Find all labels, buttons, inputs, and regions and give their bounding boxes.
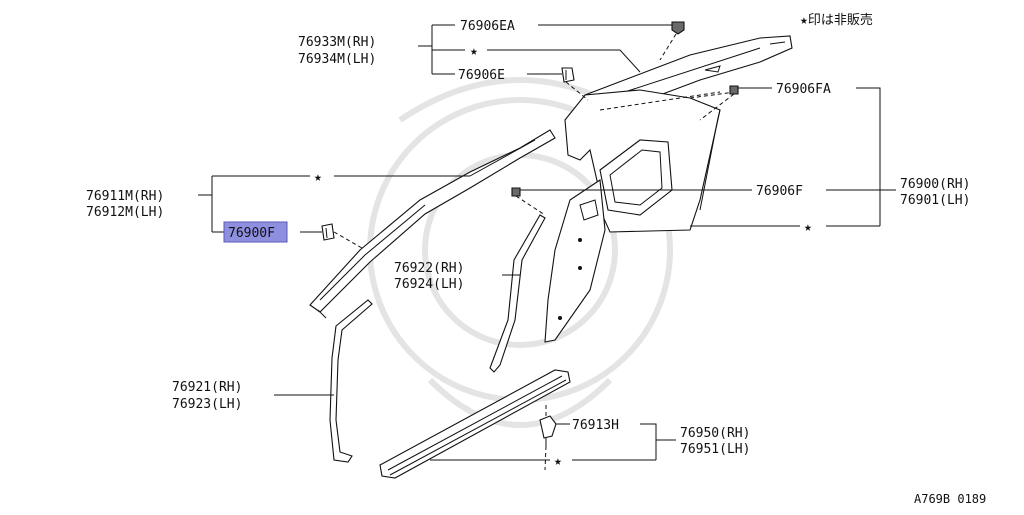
star-marker-roof-rail: ★ [314,170,322,185]
callout-76923[interactable]: 76923(LH) [172,397,242,412]
kicking-plate-part[interactable] [379,369,571,479]
callout-76900[interactable]: 76900(RH) [900,177,970,192]
callout-76906FA[interactable]: 76906FA [776,82,831,97]
callout-76901[interactable]: 76901(LH) [900,193,970,208]
callout-76900F[interactable]: 76900F [228,226,275,241]
clip-76913H[interactable] [539,415,557,446]
callout-76933M[interactable]: 76933M(RH) [298,35,376,50]
callout-76924[interactable]: 76924(LH) [394,277,464,292]
catalog-number: A769B 0189 [914,492,986,506]
clip-76900F[interactable] [321,223,335,241]
callout-76951[interactable]: 76951(LH) [680,442,750,457]
star-marker-kicking-plate: ★ [554,454,562,469]
legend-note: ★印は非販売 [800,12,873,28]
clip-76906F[interactable] [511,187,521,197]
star-marker-rear-upper: ★ [470,44,478,59]
callout-76906F[interactable]: 76906F [756,184,803,199]
center-weatherstrip-part[interactable] [489,214,546,373]
selected-part-highlight [223,221,288,243]
quarter-lower-trim-part[interactable] [544,179,606,343]
callout-76934M[interactable]: 76934M(LH) [298,52,376,67]
callout-76906EA[interactable]: 76906EA [460,19,515,34]
install-guide-lines [333,33,735,471]
callout-76913H[interactable]: 76913H [572,418,619,433]
rear-pillar-trim-part[interactable] [564,89,736,233]
roof-rail-trim-part[interactable] [309,129,556,319]
clip-76906E[interactable] [561,67,575,83]
callout-76906E[interactable]: 76906E [458,68,505,83]
leader-lines [198,24,896,461]
callout-76921[interactable]: 76921(RH) [172,380,242,395]
callout-76911M[interactable]: 76911M(RH) [86,189,164,204]
callout-76922[interactable]: 76922(RH) [394,261,464,276]
callout-76950[interactable]: 76950(RH) [680,426,750,441]
callout-76912M[interactable]: 76912M(LH) [86,205,164,220]
clip-76906FA[interactable] [729,85,739,95]
clip-76906EA[interactable] [671,21,685,35]
front-weatherstrip-part[interactable] [329,299,373,463]
star-marker-rear-pillar: ★ [804,220,812,235]
